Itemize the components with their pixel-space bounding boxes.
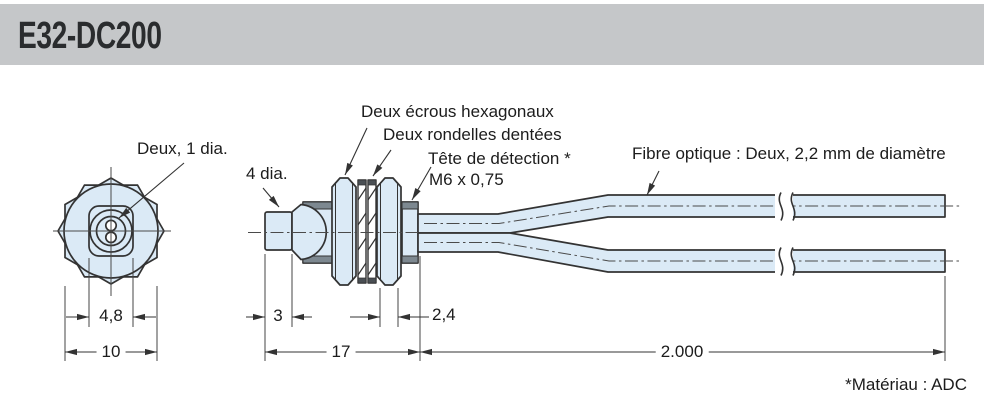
dim-across-flats: 10: [96, 342, 126, 362]
toothed-washer-1: [357, 179, 367, 284]
dim-fiber-length: 2.000: [655, 342, 709, 362]
fiber-break-symbols: [775, 192, 796, 276]
label-optical-fiber: Fibre optique : Deux, 2,2 mm de diamètre: [632, 144, 946, 163]
toothed-washer-2: [367, 179, 377, 284]
label-thread-spec: M6 x 0,75: [429, 170, 504, 189]
label-hex-nuts: Deux écrous hexagonaux: [361, 102, 554, 121]
side-view: [264, 177, 946, 286]
label-detection-head: Tête de détection *: [428, 149, 571, 168]
fiber-upper: [417, 194, 946, 234]
footnote-material: *Matériau : ADC: [845, 375, 967, 394]
label-tip-diameter: 4 dia.: [246, 164, 288, 183]
dim-tip-length: 3: [273, 306, 283, 325]
end-view-centerlines: [53, 167, 171, 296]
sensing-tip: [264, 211, 293, 251]
lens-bell: [291, 203, 328, 261]
fiber-lower: [417, 232, 946, 273]
dimension-lines: [65, 313, 945, 356]
dim-hole-span: 4,8: [99, 306, 123, 325]
leader-lines: [118, 127, 660, 219]
dim-nut-thickness: 2,4: [432, 305, 456, 324]
section-header: E32-DC200: [0, 4, 984, 65]
hex-nut-1: [331, 177, 357, 286]
hex-nut-2: [376, 177, 402, 286]
label-two-holes: Deux, 1 dia.: [137, 139, 228, 158]
dim-body-length: 17: [326, 342, 356, 362]
extension-lines: [64, 254, 946, 361]
model-number-title: E32-DC200: [18, 15, 162, 57]
label-toothed-washers: Deux rondelles dentées: [383, 125, 562, 144]
